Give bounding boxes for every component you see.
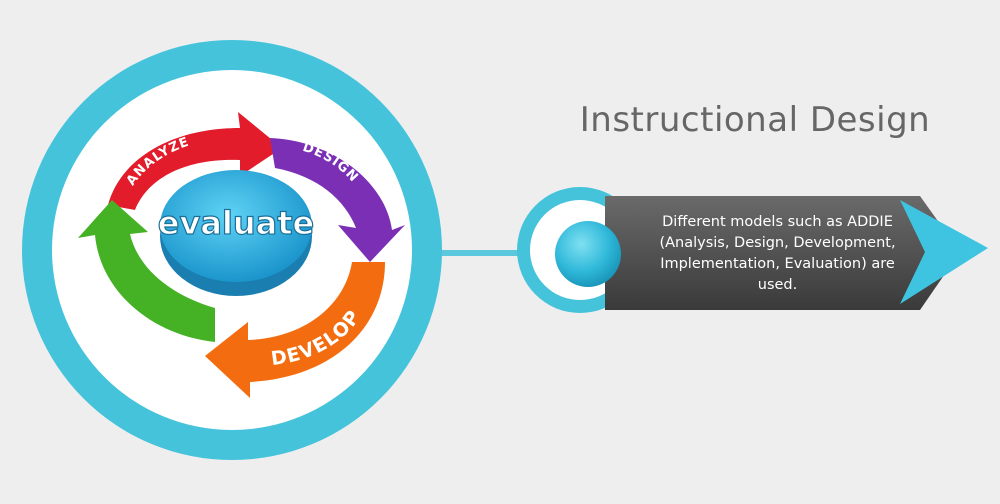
callout-description: Different models such as ADDIE (Analysis…	[659, 214, 896, 293]
callout-arrow-tip	[900, 200, 988, 304]
develop-arrow	[205, 262, 385, 398]
small-circle-orb	[555, 221, 621, 287]
design-arrow	[270, 138, 405, 262]
evaluate-label: evaluate	[158, 204, 315, 242]
implement-arrow	[78, 200, 215, 342]
page-title: Instructional Design	[579, 100, 931, 140]
callout-body	[605, 196, 960, 310]
connector-line	[420, 250, 530, 256]
evaluate-disc	[160, 170, 312, 296]
analyze-arrow	[108, 112, 282, 210]
